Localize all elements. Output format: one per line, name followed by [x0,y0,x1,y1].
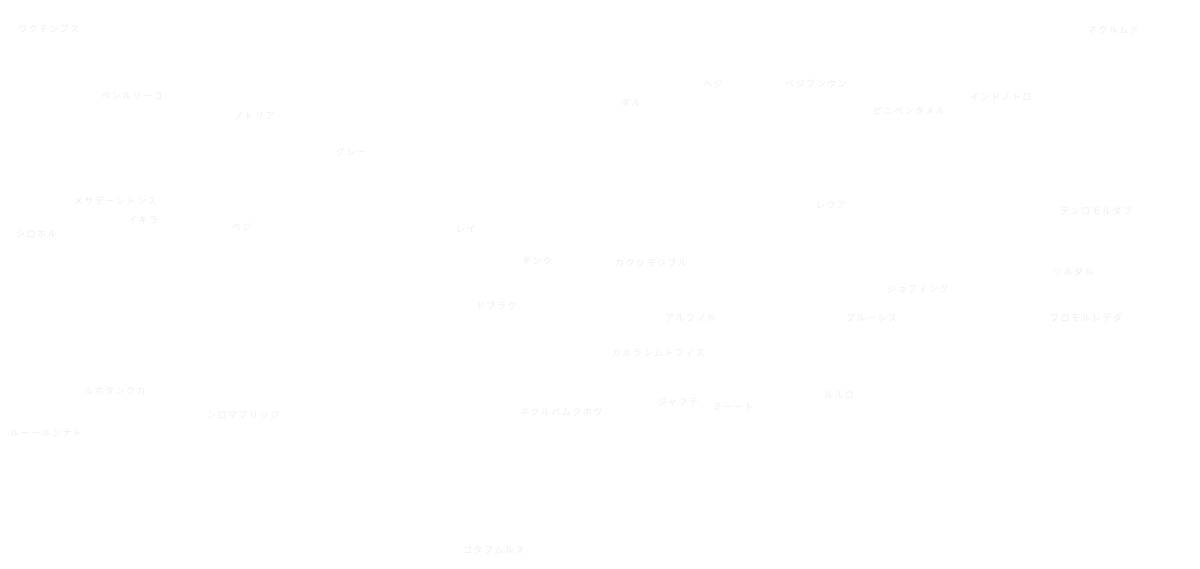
word-label: ルーールンナト [10,429,84,439]
word-label: ブルーレス [846,314,899,324]
word-label: ブロモルレデダ [1050,314,1124,324]
word-label: デンク [522,257,554,267]
word-label: ツルダル [1053,268,1096,278]
word-label: ワクチンブス [18,25,81,35]
word-label: イキラ [128,216,160,226]
word-label: ジョフィング [887,285,950,295]
word-label: レイ [456,225,478,235]
word-label: ミーート [713,403,756,413]
word-label: カクシモジブル [615,259,689,269]
word-label: レクア [816,201,848,211]
word-label: ネクルパムクホウ [520,408,604,418]
word-label: ヘジ [703,80,725,90]
word-label: ガルランムトフィス [612,349,707,359]
word-label: ルルロ [824,391,856,401]
word-label: ダル [621,99,643,109]
word-label: ルホタンクカ [84,387,148,397]
word-label: ネクルムデ [1088,26,1141,36]
word-label: アルフノル [665,314,718,324]
word-label: ペジブンウン [785,80,849,90]
word-label: メサデーレドンス [74,197,158,207]
word-label: ゴタフムルス [463,546,526,556]
word-label: シロホル [16,230,59,240]
word-label: ジャフテ [658,398,700,408]
word-label: ベジ [232,223,254,233]
word-label: ピニペンタメル [873,107,947,117]
word-label: ノトリア [234,112,277,122]
word-label: インドノトロ [970,93,1033,103]
word-label: デンロモルダブ [1060,207,1134,217]
word-label: グレー [336,148,368,158]
word-label: ドブラク [476,302,519,312]
word-label: ペンルリーコ [101,92,165,102]
word-label: ンロマプリッジ [207,411,281,421]
